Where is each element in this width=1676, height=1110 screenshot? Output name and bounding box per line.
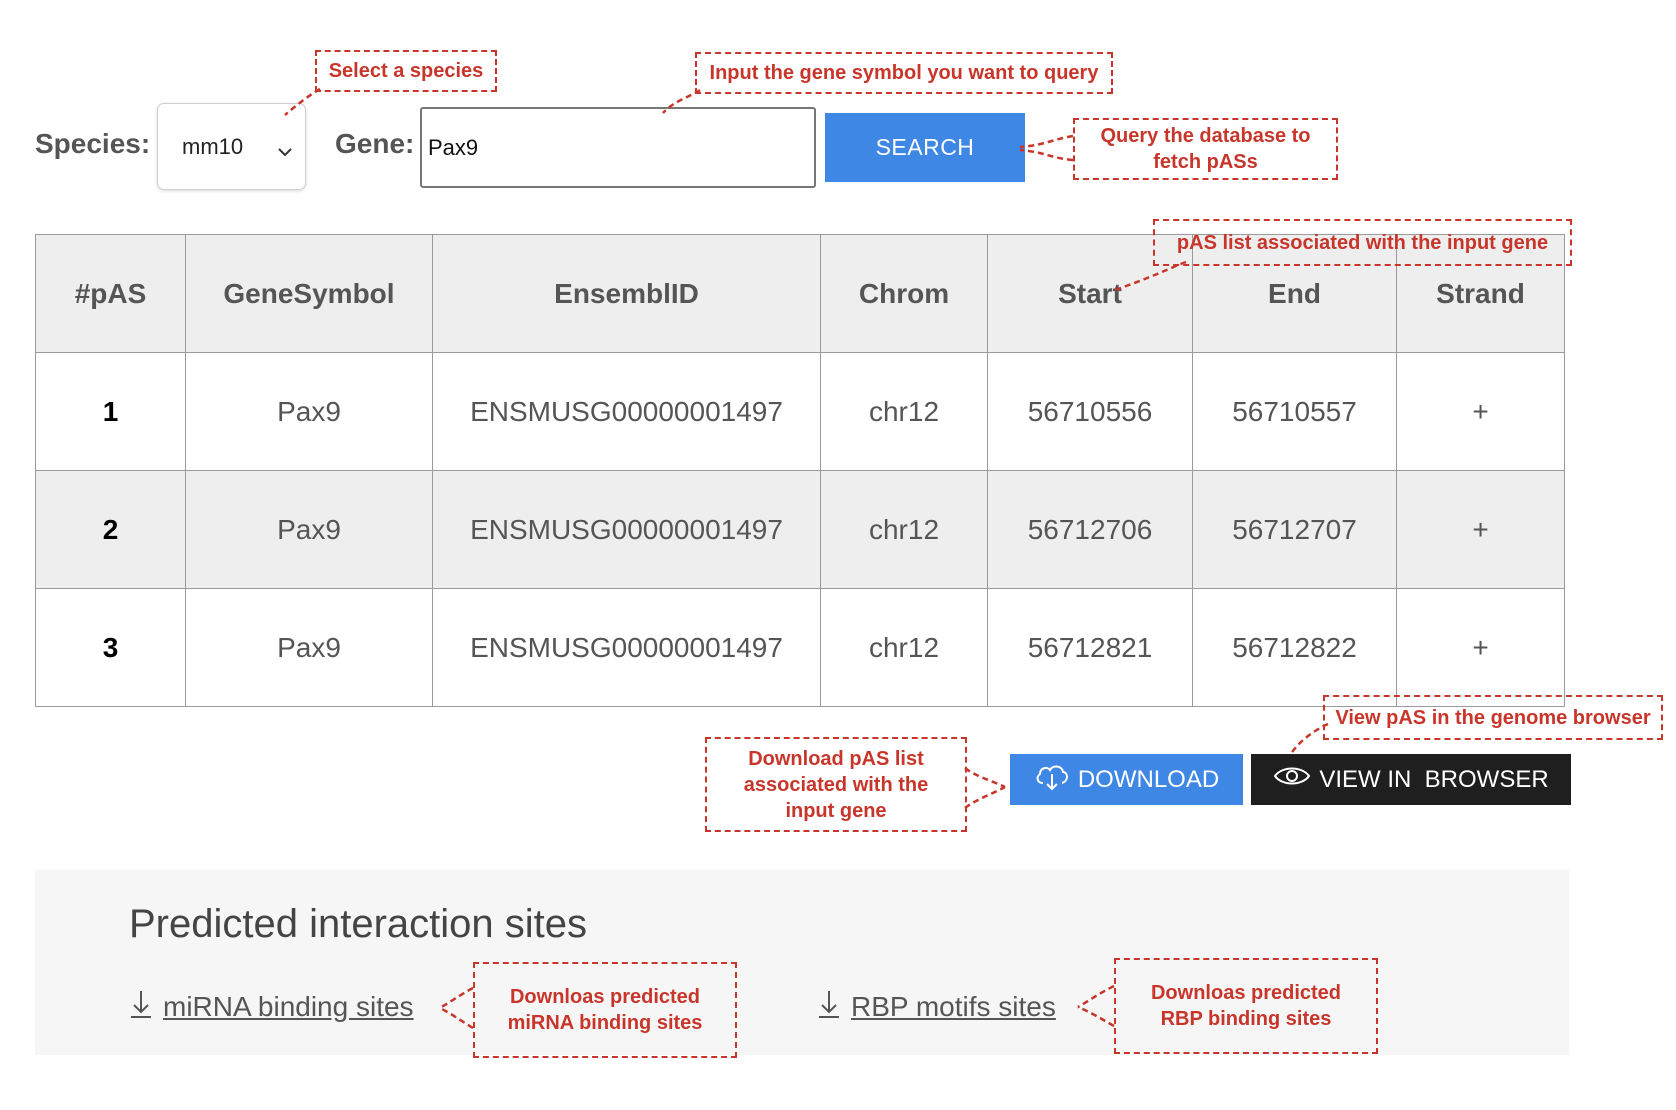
species-label: Species: <box>35 128 151 159</box>
cell-end: 56712822 <box>1192 588 1397 707</box>
annotation-view-pas: View pAS in the genome browser <box>1323 695 1663 740</box>
annotation-download-rbp: Downloas predicted RBP binding sites <box>1114 958 1378 1054</box>
rbp-link-label: RBP motifs sites <box>851 990 1056 1022</box>
download-button[interactable]: DOWNLOAD <box>1010 754 1243 805</box>
header-end: End <box>1192 234 1397 353</box>
download-label: DOWNLOAD <box>1077 765 1220 793</box>
cell-chrom: chr12 <box>820 352 988 471</box>
view-label: VIEW IN BROWSER <box>1319 765 1549 793</box>
mirna-link-label: miRNA binding sites <box>163 990 414 1022</box>
annotation-input-gene: Input the gene symbol you want to query <box>695 52 1113 94</box>
header-chrom: Chrom <box>820 234 988 353</box>
annotation-pas-list: pAS list associated with the input gene <box>1153 219 1572 266</box>
cell-start: 56712821 <box>987 588 1193 707</box>
annotation-select-species: Select a species <box>315 50 497 92</box>
header-pas: #pAS <box>35 234 186 353</box>
predicted-title: Predicted interaction sites <box>129 902 588 946</box>
header-genesymbol: GeneSymbol <box>185 234 433 353</box>
cell-end: 56710557 <box>1192 352 1397 471</box>
cell-chrom: chr12 <box>820 470 988 589</box>
gene-label: Gene: <box>335 128 415 159</box>
annotation-download-list: Download pAS list associated with the in… <box>705 737 967 832</box>
header-ensemblid: EnsemblID <box>432 234 821 353</box>
cell-strand: + <box>1396 352 1565 471</box>
rbp-download-link[interactable]: RBP motifs sites <box>817 988 1056 1025</box>
cell-start: 56710556 <box>987 352 1193 471</box>
arrow-down-icon <box>817 988 841 1025</box>
cell-end: 56712707 <box>1192 470 1397 589</box>
gene-input[interactable]: Pax9 <box>420 107 816 188</box>
cell-strand: + <box>1396 588 1565 707</box>
header-strand: Strand <box>1396 234 1565 353</box>
cell-chrom: chr12 <box>820 588 988 707</box>
gene-input-value: Pax9 <box>428 134 479 160</box>
table-row: 2 Pax9 ENSMUSG00000001497 chr12 56712706… <box>35 470 1565 589</box>
species-value: mm10 <box>182 133 244 159</box>
cell-genesymbol: Pax9 <box>185 470 433 589</box>
cell-strand: + <box>1396 470 1565 589</box>
mirna-download-link[interactable]: miRNA binding sites <box>129 988 414 1025</box>
pas-table: #pAS GeneSymbol EnsemblID Chrom Start En… <box>35 234 1565 707</box>
cloud-download-icon <box>1034 761 1070 798</box>
arrow-down-icon <box>129 988 153 1025</box>
cell-start: 56712706 <box>987 470 1193 589</box>
table-row: 1 Pax9 ENSMUSG00000001497 chr12 56710556… <box>35 352 1565 471</box>
cell-ensemblid: ENSMUSG00000001497 <box>432 588 821 707</box>
predicted-panel <box>35 870 1569 1055</box>
cell-pas: 1 <box>35 352 186 471</box>
eye-icon <box>1273 763 1311 796</box>
chevron-down-icon <box>277 138 293 164</box>
cell-pas: 2 <box>35 470 186 589</box>
cell-pas: 3 <box>35 588 186 707</box>
species-select[interactable]: mm10 <box>157 103 306 190</box>
annotation-download-mirna: Downloas predicted miRNA binding sites <box>473 962 737 1058</box>
annotation-query-db: Query the database to fetch pASs <box>1073 118 1338 180</box>
cell-ensemblid: ENSMUSG00000001497 <box>432 470 821 589</box>
search-button[interactable]: SEARCH <box>825 113 1025 182</box>
cell-ensemblid: ENSMUSG00000001497 <box>432 352 821 471</box>
table-header-row: #pAS GeneSymbol EnsemblID Chrom Start En… <box>35 234 1565 353</box>
table-row: 3 Pax9 ENSMUSG00000001497 chr12 56712821… <box>35 588 1565 707</box>
cell-genesymbol: Pax9 <box>185 352 433 471</box>
cell-genesymbol: Pax9 <box>185 588 433 707</box>
view-in-browser-button[interactable]: VIEW IN BROWSER <box>1251 754 1571 805</box>
header-start: Start <box>987 234 1193 353</box>
